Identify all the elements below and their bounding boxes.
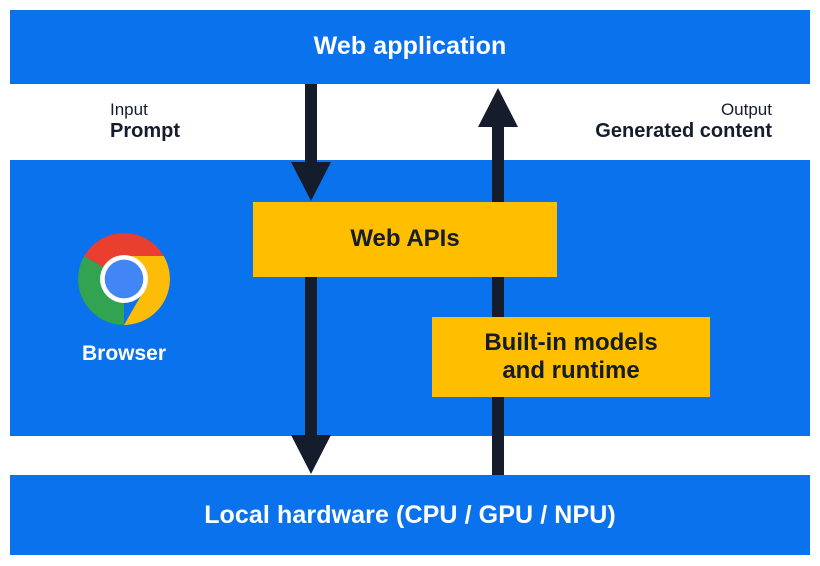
box-web-apis[interactable]: Web APIs <box>253 202 557 277</box>
band-web-application <box>10 10 810 84</box>
output-kind: Output <box>720 100 772 119</box>
input-kind: Input <box>110 100 148 119</box>
band-local-hardware <box>10 475 810 555</box>
output-flow-label: Output Generated content <box>595 100 772 144</box>
output-value: Generated content <box>595 120 772 143</box>
band-browser-label: Browser <box>81 342 167 365</box>
chrome-logo-icon <box>78 233 170 325</box>
box-builtin-models[interactable]: Built-in models and runtime <box>432 317 710 397</box>
input-flow-label: Input Prompt <box>110 100 180 144</box>
box-builtin-models-label: Built-in models and runtime <box>484 328 658 384</box>
box-web-apis-label: Web APIs <box>350 225 460 253</box>
input-value: Prompt <box>110 120 180 143</box>
band-local-hardware-label: Local hardware (CPU / GPU / NPU) <box>204 501 616 529</box>
band-web-application-label: Web application <box>313 32 507 60</box>
